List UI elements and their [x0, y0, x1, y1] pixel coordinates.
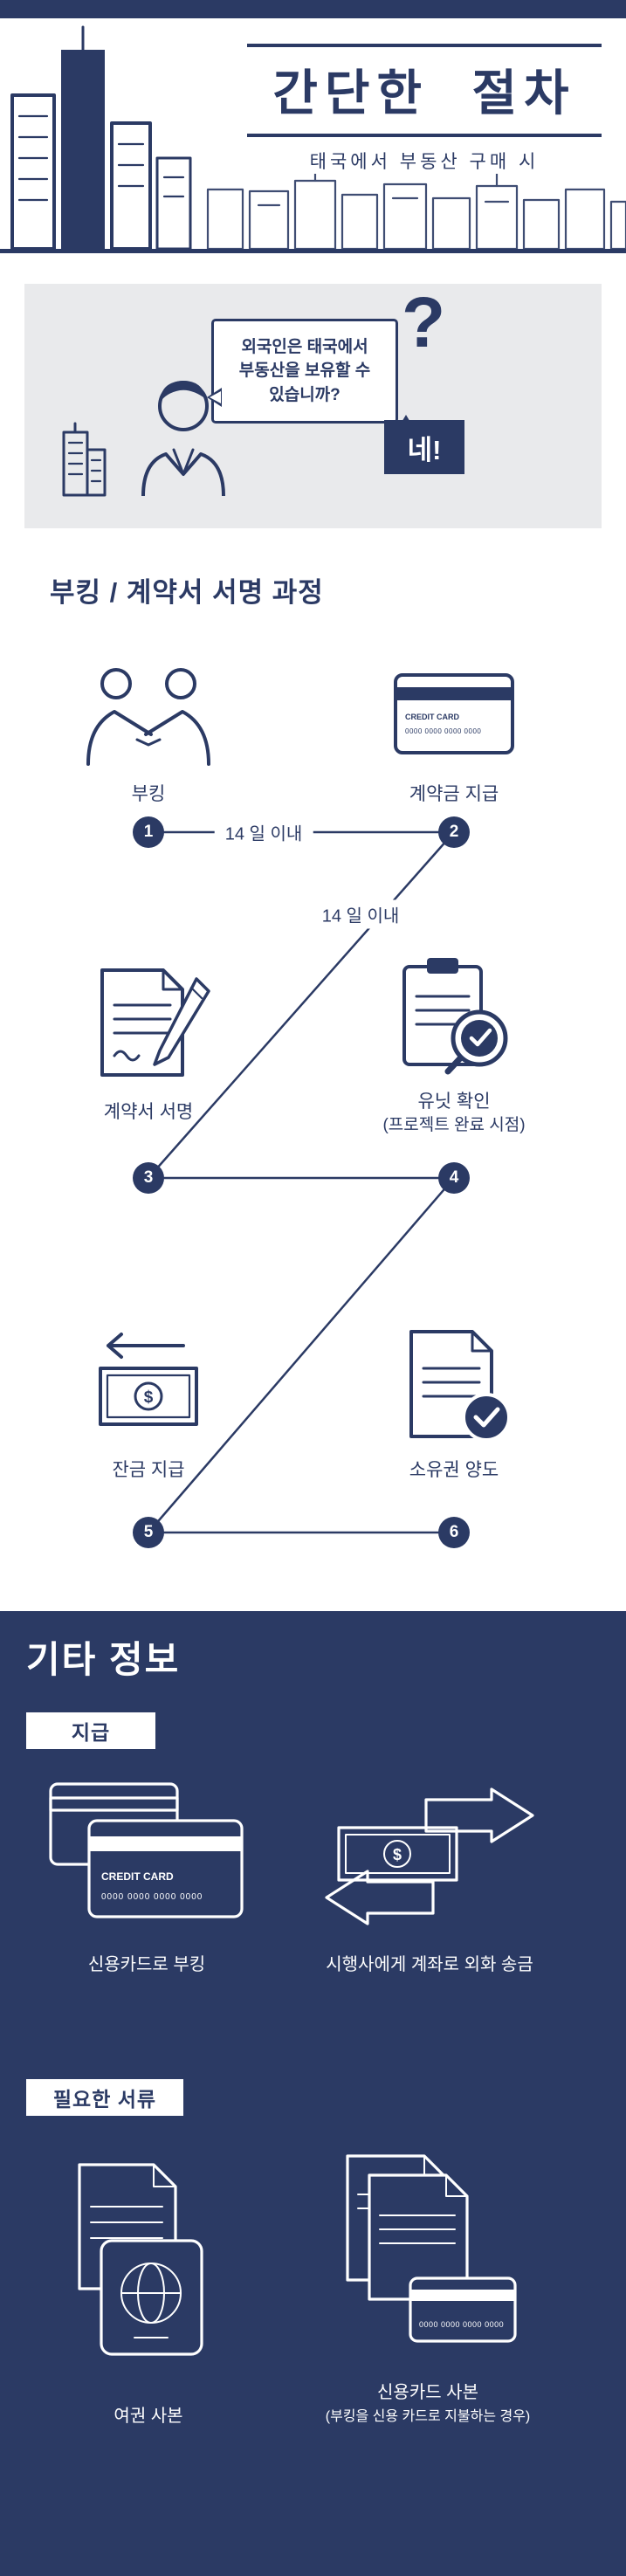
info-title: 기타 정보: [26, 1639, 181, 1680]
step-label-1: 부킹: [131, 784, 166, 804]
person-icon: [141, 381, 225, 497]
step-circle-5: 5: [133, 1517, 164, 1548]
documents-label-box: 필요한 서류: [26, 2079, 183, 2116]
doc-item-2-sublabel: (부킹을 신용 카드로 지불하는 경우): [325, 2409, 531, 2424]
deed-check-icon: [409, 1330, 511, 1442]
money-icon: $: [99, 1333, 198, 1426]
payment-card-brand-text: CREDIT CARD: [101, 1870, 174, 1883]
clipboard-check-icon: [402, 958, 508, 1075]
header: 간단한 절차 태국에서 부동산 구매 시: [0, 0, 626, 262]
credit-card-icon: CREDIT CARD 0000 0000 0000 0000: [394, 673, 514, 754]
interval-2-3: 14 일 이내: [311, 899, 410, 929]
step-label-5: 잔금 지급: [112, 1460, 185, 1480]
step-label-3: 계약서 서명: [103, 1102, 194, 1122]
step-circle-6: 6: [438, 1517, 470, 1548]
page-subtitle: 태국에서 부동산 구매 시: [309, 152, 540, 172]
answer-bubble: 네!: [384, 415, 464, 474]
handshake-icon: [86, 668, 210, 766]
credit-cards-icon: CREDIT CARD 0000 0000 0000 0000: [49, 1782, 244, 1918]
passport-icon: [78, 2163, 203, 2356]
doc-item-2-label: 신용카드 사본: [377, 2383, 478, 2402]
header-baseline: [0, 249, 626, 253]
payment-label-box: 지급: [26, 1712, 155, 1749]
contract-pen-icon: [100, 968, 210, 1077]
doc-card-number-text: 0000 0000 0000 0000: [419, 2320, 504, 2329]
top-bar: [0, 0, 626, 18]
step-circle-3: 3: [133, 1162, 164, 1194]
payment-card-number-text: 0000 0000 0000 0000: [101, 1892, 203, 1902]
payment-item-2-label: 시행사에게 계좌로 외화 송금: [326, 1955, 533, 1974]
dollar-sign: $: [144, 1388, 154, 1407]
step-label-4: 유닛 확인: [417, 1092, 491, 1112]
step-circle-2: 2: [438, 816, 470, 848]
question-line-3: 있습니까?: [269, 385, 341, 404]
process-title: 부킹 / 계약서 서명 과정: [50, 577, 324, 608]
page-title: 간단한 절차: [272, 65, 576, 121]
card-brand-text: CREDIT CARD: [405, 713, 459, 721]
question-bubble: 외국인은 태국에서 부동산을 보유할 수 있습니까?: [207, 319, 398, 424]
title-rule-bottom: [247, 134, 602, 137]
money-transfer-icon: $: [325, 1787, 534, 1925]
step-label-2: 계약금 지급: [409, 784, 499, 804]
info-section: 기타 정보 지급 CREDIT CARD 0000 0000 0000 0000…: [0, 1611, 626, 2576]
building-icon: [62, 422, 107, 497]
card-number-text: 0000 0000 0000 0000: [405, 727, 481, 735]
step-label-6: 소유권 양도: [409, 1460, 499, 1480]
connector-lines: [148, 830, 455, 1534]
payment-item-1-label: 신용카드로 부킹: [87, 1955, 206, 1974]
step-sublabel-4: (프로젝트 완료 시점): [382, 1116, 526, 1134]
process-section: 부킹 / 계약서 서명 과정 부킹 CREDIT CARD 000: [0, 528, 626, 1611]
qa-section: 외국인은 태국에서 부동산을 보유할 수 있습니까? ? 네!: [24, 284, 602, 528]
step-circle-1: 1: [133, 816, 164, 848]
question-line-2: 부동산을 보유할 수: [238, 362, 371, 381]
interval-1-2: 14 일 이내: [214, 817, 313, 847]
question-line-1: 외국인은 태국에서: [241, 337, 368, 356]
doc-item-1-label: 여권 사본: [114, 2407, 183, 2426]
question-mark: ?: [402, 283, 446, 362]
title-rule-top: [247, 44, 602, 47]
step-circle-4: 4: [438, 1162, 470, 1194]
transfer-dollar-sign: $: [393, 1846, 402, 1863]
title-block: 간단한 절차 태국에서 부동산 구매 시: [247, 44, 602, 174]
documents-card-icon: 0000 0000 0000 0000: [346, 2154, 517, 2343]
